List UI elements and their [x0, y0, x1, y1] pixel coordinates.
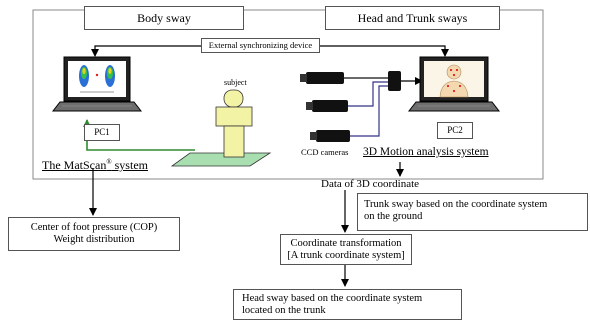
pc1-text: PC1	[94, 127, 110, 137]
head-sway-box: Head sway based on the coordinate system…	[233, 289, 462, 320]
subject-label: subject	[224, 78, 247, 87]
pc2-label: PC2	[437, 122, 473, 139]
trunk-sway-box: Trunk sway based on the coordinate syste…	[357, 193, 588, 231]
ccd-cameras-label: CCD cameras	[301, 147, 349, 157]
foot-mat	[170, 152, 272, 167]
trunk-sway-line-1: Trunk sway based on the coordinate syste…	[364, 199, 548, 210]
pc1-label: PC1	[84, 124, 120, 141]
data-3d-coordinate-label: Data of 3D coordinate	[321, 178, 420, 190]
cop-line-1: Center of foot pressure (COP)	[30, 222, 158, 233]
head-sway-line-2: located on the trunk	[242, 305, 326, 316]
laptop-icon	[51, 56, 143, 112]
camera-icon	[310, 130, 350, 142]
camera-icon	[300, 72, 344, 84]
head-trunk-marker-icon	[439, 64, 469, 98]
camera-icon	[306, 100, 348, 112]
cop-box: Center of foot pressure (COP) Weight dis…	[8, 217, 180, 251]
matscan-suffix: system	[111, 158, 148, 172]
coordinate-transformation-line-1: Coordinate transformation	[290, 238, 402, 249]
head-trunk-sways-box: Head and Trunk sways	[325, 6, 500, 30]
head-sway-line-1: Head sway based on the coordinate system	[242, 293, 423, 304]
subject-figure-icon	[215, 89, 253, 158]
body-sway-box: Body sway	[84, 6, 244, 30]
body-sway-label: Body sway	[137, 11, 191, 25]
coordinate-transformation-box: Coordinate transformation [A trunk coord…	[280, 234, 412, 265]
sync-device-label: External synchronizing device	[208, 40, 313, 50]
motion-analysis-system-label: 3D Motion analysis system	[363, 146, 489, 158]
pc2-text: PC2	[447, 125, 463, 135]
matscan-system-label: The MatScan® system	[42, 158, 148, 173]
sync-device-box: External synchronizing device	[201, 38, 320, 53]
camera-hub	[388, 71, 401, 91]
sync-connector	[91, 45, 449, 57]
foot-pressure-map-icon	[79, 65, 115, 93]
trunk-sway-line-2: on the ground	[364, 211, 423, 222]
matscan-name: The MatScan	[42, 158, 107, 172]
system-panel-frame	[32, 9, 544, 180]
head-trunk-sways-label: Head and Trunk sways	[357, 11, 468, 25]
cop-line-2: Weight distribution	[53, 234, 135, 245]
coordinate-transformation-line-2: [A trunk coordinate system]	[287, 250, 405, 261]
camera-cables	[344, 77, 388, 137]
registered-mark: ®	[106, 158, 112, 166]
